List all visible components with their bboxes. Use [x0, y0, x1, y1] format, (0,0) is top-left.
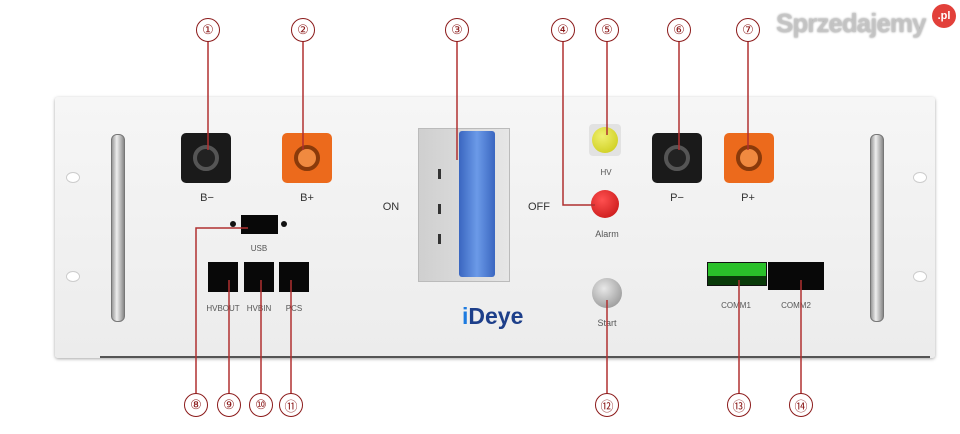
mount-hole: [913, 172, 927, 183]
callout-1: ①: [196, 18, 220, 42]
breaker-off-label: OFF: [528, 201, 550, 213]
callout-13: ⑬: [727, 393, 751, 417]
logo-text: Deye: [468, 303, 524, 329]
callout-2: ②: [291, 18, 315, 42]
callout-7: ⑦: [736, 18, 760, 42]
hv-label: HV: [600, 168, 612, 177]
callout-4: ④: [551, 18, 575, 42]
left-handle: [111, 134, 125, 322]
mount-hole: [66, 172, 80, 183]
p-minus-label: P−: [670, 192, 684, 204]
hv-indicator-housing: [589, 124, 621, 156]
callout-8: ⑧: [184, 393, 208, 417]
breaker-on-label: ON: [382, 201, 400, 213]
callout-5: ⑤: [595, 18, 619, 42]
mount-hole: [913, 271, 927, 282]
callout-11: ⑪: [279, 393, 303, 417]
hvbin-port[interactable]: [244, 262, 274, 292]
breaker-mark: [438, 169, 441, 179]
pcs-port[interactable]: [279, 262, 309, 292]
watermark-badge: .pl: [932, 4, 956, 28]
watermark-text: Sprzedajemy: [776, 8, 926, 38]
b-plus-label: B+: [300, 192, 314, 204]
callout-3: ③: [445, 18, 469, 42]
callout-9: ⑨: [217, 393, 241, 417]
breaker-toggle[interactable]: [459, 131, 495, 277]
circuit-breaker[interactable]: [418, 128, 510, 282]
pcs-label: PCS: [285, 304, 303, 313]
usb-label: USB: [250, 244, 268, 253]
panel-edge: [100, 356, 930, 358]
deye-logo: iDeye: [462, 303, 523, 330]
breaker-mark: [438, 234, 441, 244]
comm1-port[interactable]: [707, 262, 767, 286]
hvbin-label: HVBIN: [246, 304, 272, 313]
right-handle: [870, 134, 884, 322]
mount-hole: [66, 271, 80, 282]
p-plus-label: P+: [741, 192, 755, 204]
comm2-label: COMM2: [781, 301, 811, 310]
alarm-label: Alarm: [595, 229, 619, 239]
callout-12: ⑫: [595, 393, 619, 417]
hvbout-label: HVBOUT: [206, 304, 240, 313]
p-plus-connector: [724, 133, 774, 183]
usb-screw: [230, 221, 236, 227]
callout-10: ⑩: [249, 393, 273, 417]
b-minus-label: B−: [200, 192, 214, 204]
p-minus-connector: [652, 133, 702, 183]
alarm-light: [591, 190, 619, 218]
usb-screw: [281, 221, 287, 227]
callout-6: ⑥: [667, 18, 691, 42]
usb-port[interactable]: [241, 215, 278, 234]
breaker-mark: [438, 204, 441, 214]
b-plus-connector: [282, 133, 332, 183]
comm1-label: COMM1: [721, 301, 751, 310]
hv-light: [592, 127, 618, 153]
comm2-port[interactable]: [768, 262, 824, 290]
hvbout-port[interactable]: [208, 262, 238, 292]
logo-i: i: [462, 303, 469, 329]
callout-14: ⑭: [789, 393, 813, 417]
b-minus-connector: [181, 133, 231, 183]
